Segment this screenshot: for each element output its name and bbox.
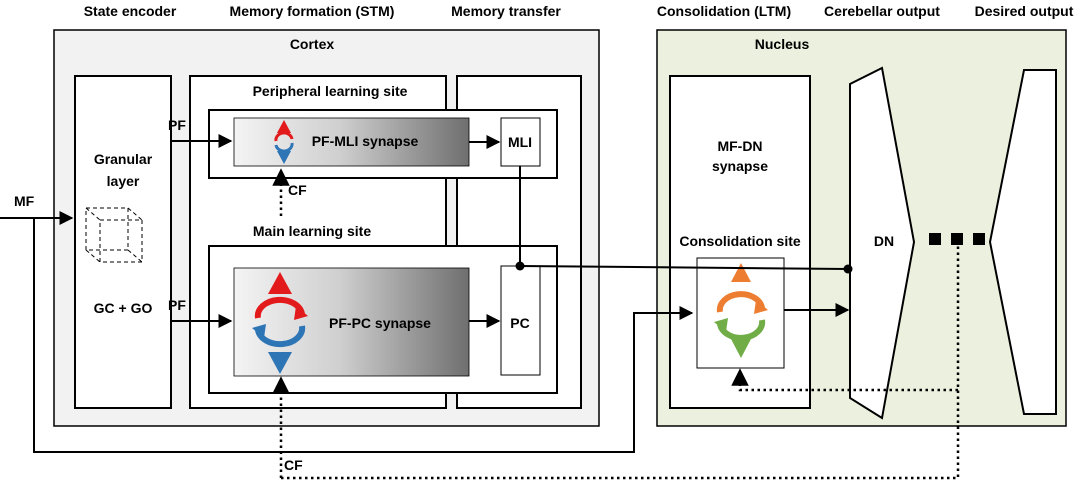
header-cerebellar-output: Cerebellar output: [824, 3, 940, 19]
header-state-encoder: State encoder: [84, 3, 177, 19]
granular-label-line2: layer: [107, 173, 140, 189]
main-site-title: Main learning site: [253, 223, 371, 239]
pc-dn-junction: [843, 264, 853, 274]
header-memory-transfer: Memory transfer: [451, 3, 561, 19]
pf-top-label: PF: [168, 117, 186, 133]
cf-top-label: CF: [288, 182, 307, 198]
pf-mli-synapse-box: [233, 117, 470, 167]
cf-bottom-label: CF: [284, 457, 303, 473]
mf-dn-label-line2: synapse: [712, 158, 768, 174]
ellipsis-dots: [929, 233, 985, 245]
pc-label: PC: [510, 315, 529, 331]
pf-bottom-label: PF: [168, 297, 186, 313]
header-consolidation: Consolidation (LTM): [657, 3, 791, 19]
granule-cube-icon: [85, 207, 143, 263]
pc-to-dn-line: [519, 265, 849, 270]
pf-mli-synapse-label: PF-MLI synapse: [312, 133, 419, 149]
cortex-title: Cortex: [290, 36, 335, 52]
dn-label: DN: [874, 233, 894, 249]
gc-go-label: GC + GO: [94, 300, 153, 316]
pf-pc-plasticity-icon: [252, 272, 308, 374]
granular-layer-box: [74, 75, 172, 409]
nucleus-title: Nucleus: [755, 36, 810, 52]
dn-output-shape: [849, 66, 916, 420]
consolidation-site-title: Consolidation site: [679, 233, 801, 249]
desired-output-shape: [988, 69, 1057, 415]
header-memory-formation: Memory formation (STM): [230, 3, 395, 19]
mf-dn-label-line1: MF-DN: [717, 138, 762, 154]
pf-pc-synapse-label: PF-PC synapse: [329, 315, 431, 331]
cf-pathways: [272, 168, 960, 480]
mli-label: MLI: [508, 134, 532, 150]
granular-label-line1: Granular: [94, 151, 153, 167]
consolidation-plasticity-icon: [714, 263, 768, 358]
mf-pathway: [0, 211, 694, 453]
header-desired-output: Desired output: [975, 3, 1074, 19]
mf-label: MF: [14, 193, 35, 209]
peripheral-site-title: Peripheral learning site: [253, 83, 408, 99]
pf-mli-plasticity-icon: [274, 120, 294, 164]
